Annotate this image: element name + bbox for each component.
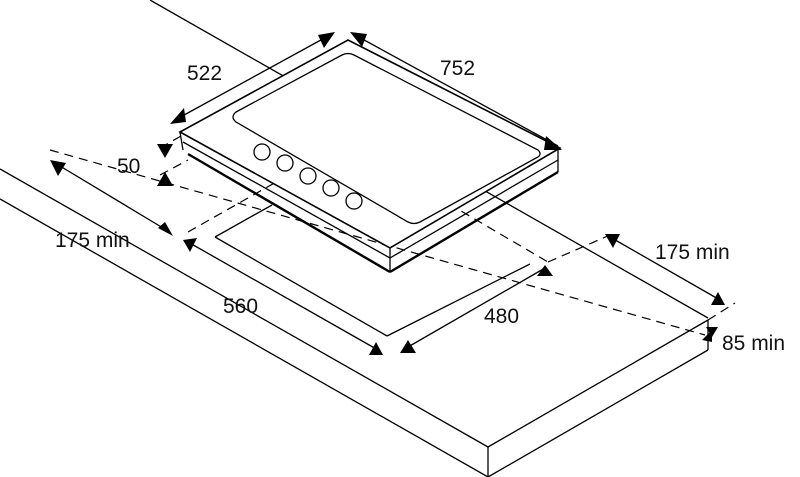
label-front-clearance: 85 min	[722, 332, 785, 355]
label-right-clearance: 175 min	[655, 241, 730, 264]
label-hob-width: 752	[440, 57, 475, 80]
label-hob-height: 50	[117, 155, 140, 178]
dimension-lines	[50, 32, 725, 355]
hob	[178, 39, 562, 274]
label-left-clearance: 175 min	[55, 229, 130, 252]
label-cutout-depth: 480	[484, 305, 519, 328]
control-knobs	[253, 143, 363, 210]
label-cutout-width: 560	[223, 295, 258, 318]
label-hob-depth: 522	[187, 62, 222, 85]
